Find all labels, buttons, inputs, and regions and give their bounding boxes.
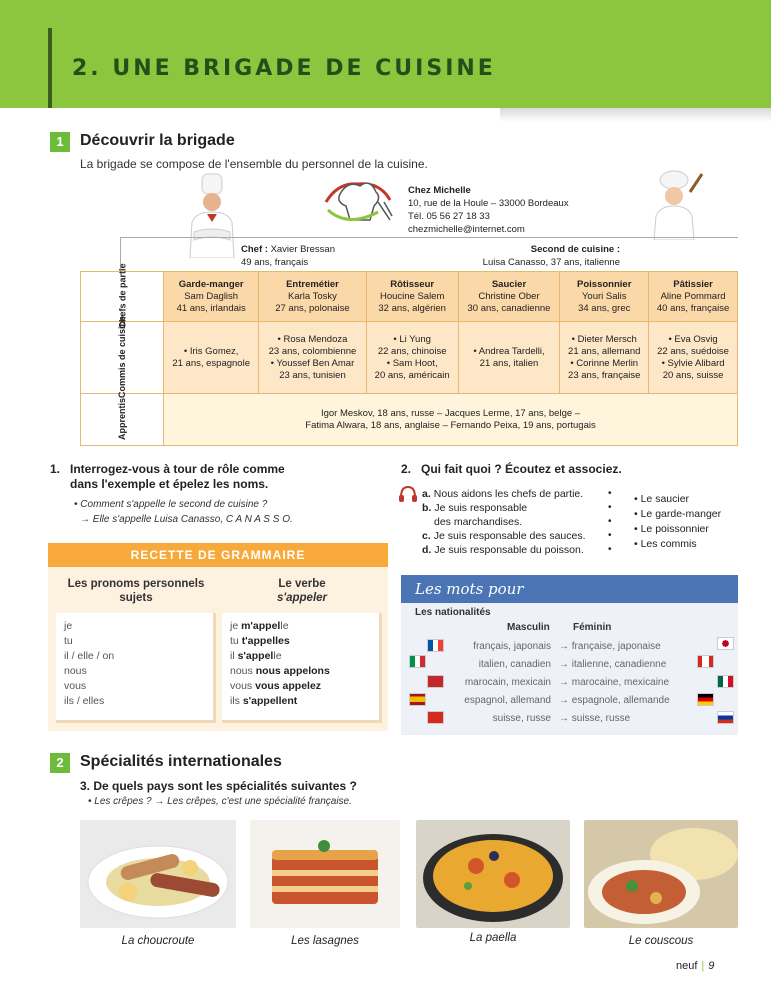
- section-1-title: Découvrir la brigade: [80, 132, 235, 149]
- vocabulary-title: Les mots pour: [401, 575, 738, 603]
- exercise-2-statements: a.Nous aidons les chefs de partie. b.Je …: [422, 488, 586, 556]
- caption-couscous: Le couscous: [628, 935, 694, 947]
- section-2-badge: 2: [50, 753, 70, 773]
- commis-cell: • Andrea Tardelli,21 ans, italien: [457, 321, 561, 394]
- header-shadow: [500, 108, 771, 122]
- chef-role: Chef :: [241, 244, 268, 255]
- exercise-1-example-question: • Comment s'appelle le second de cuisine…: [74, 499, 268, 510]
- exercise-3-title: 3. De quels pays sont les spécialités su…: [80, 779, 357, 793]
- caption-paella: La paella: [469, 932, 517, 944]
- page-header: 2. UNE BRIGADE DE CUISINE: [0, 0, 771, 108]
- section-1-intro: La brigade se compose de l'ensemble du p…: [80, 157, 428, 171]
- feminine-row: → française, japonaise: [559, 641, 661, 652]
- matching-dots[interactable]: •••••: [608, 488, 612, 555]
- page-title: 2. UNE BRIGADE DE CUISINE: [72, 56, 496, 81]
- spain-flag-icon: [409, 693, 426, 706]
- restaurant-email: chezmichelle@internet.com: [408, 224, 525, 235]
- apprentis-cell: Igor Meskov, 18 ans, russe – Jacques Ler…: [163, 393, 738, 446]
- section-1-badge: 1: [50, 132, 70, 152]
- hierarchy-line: [120, 237, 738, 238]
- page-word: neuf: [676, 960, 698, 972]
- morocco-flag-icon: [427, 675, 444, 688]
- feminine-row: → italienne, canadienne: [559, 659, 667, 670]
- masculine-row: espagnol, allemand: [464, 695, 551, 706]
- feminine-row: → marocaine, mexicaine: [559, 677, 670, 688]
- feminine-row: → espagnole, allemande: [559, 695, 670, 706]
- canada-flag-icon: [697, 655, 714, 668]
- japan-flag-icon: [717, 637, 734, 650]
- caption-choucroute: La choucroute: [121, 935, 195, 947]
- row-header-commis: Commis de cuisine: [79, 316, 165, 398]
- verb-conjugation: je m'appelle tu t'appelles il s'appelle …: [222, 613, 382, 723]
- masculine-row: marocain, mexicain: [464, 677, 551, 688]
- male-chef-figure: [189, 173, 235, 258]
- switzerland-flag-icon: [427, 711, 444, 724]
- russia-flag-icon: [717, 711, 734, 724]
- exercise-2-answers: • Le saucier • Le garde-manger • Le pois…: [634, 493, 722, 550]
- exercise-2-title: 2.Qui fait quoi ? Écoutez et associez.: [401, 462, 622, 476]
- masculine-row: suisse, russe: [492, 713, 551, 724]
- commis-cell: • Iris Gomez,21 ans, espagnole: [163, 321, 260, 394]
- pronouns-list: je tu il / elle / on nous vous ils / ell…: [56, 613, 216, 723]
- section-2-title: Spécialités internationales: [80, 753, 282, 770]
- page-number: 9: [708, 960, 715, 972]
- pronouns-column: Les pronoms personnels sujets je tu il /…: [56, 573, 216, 723]
- restaurant-phone: Tél. 05 56 27 18 33: [408, 211, 490, 222]
- masculine-row: italien, canadien: [478, 659, 551, 670]
- chef-name: Xavier Bressan: [270, 244, 335, 255]
- exercise-3-example: • Les crêpes ? → Les crêpes, c'est une s…: [88, 796, 352, 807]
- page-footer: neuf|9: [676, 960, 715, 972]
- paella-image: [416, 820, 570, 928]
- header-bar: [48, 28, 52, 108]
- hierarchy-line-vertical: [120, 237, 121, 271]
- second-info: Luisa Canasso, 37 ans, italienne: [482, 257, 620, 268]
- female-chef-figure: [653, 170, 704, 240]
- restaurant-info: Chez Michelle 10, rue de la Houle – 3300…: [408, 184, 569, 236]
- france-flag-icon: [427, 639, 444, 652]
- masculine-header: Masculin: [507, 622, 550, 633]
- exercise-1-example-answer: → Elle s'appelle Luisa Canasso, C A N A …: [80, 514, 293, 525]
- restaurant-address: 10, rue de la Houle – 33000 Bordeaux: [408, 198, 569, 209]
- grammar-box: RECETTE DE GRAMMAIRE Les pronoms personn…: [48, 543, 388, 731]
- italy-flag-icon: [409, 655, 426, 668]
- masculine-row: français, japonais: [473, 641, 551, 652]
- lasagnes-image: [250, 820, 400, 928]
- choucroute-image: [80, 820, 236, 928]
- row-header-chefs: Chefs de partie: [79, 263, 165, 329]
- vocabulary-subtitle: Les nationalités: [415, 607, 491, 618]
- mexico-flag-icon: [717, 675, 734, 688]
- exercise-1-title: 1.Interrogez-vous à tour de rôle comme d…: [50, 462, 285, 491]
- restaurant-logo-icon: [324, 182, 393, 221]
- pronouns-title: Les pronoms personnels sujets: [67, 578, 205, 604]
- germany-flag-icon: [697, 693, 714, 706]
- second-label: Second de cuisine : Luisa Canasso, 37 an…: [474, 243, 620, 269]
- chef-label: Chef : Xavier Bressan 49 ans, français: [241, 243, 335, 269]
- vocabulary-box: Les mots pour Les nationalités Masculin …: [401, 575, 738, 735]
- couscous-image: [584, 820, 738, 928]
- restaurant-name: Chez Michelle: [408, 185, 471, 196]
- caption-lasagnes: Les lasagnes: [291, 935, 359, 947]
- second-role: Second de cuisine :: [530, 244, 620, 255]
- row-header-apprentis: Apprentis: [79, 393, 165, 446]
- feminine-row: → suisse, russe: [559, 713, 631, 724]
- grammar-title: RECETTE DE GRAMMAIRE: [48, 543, 388, 567]
- chef-info: 49 ans, français: [241, 257, 309, 268]
- headphones-icon[interactable]: [398, 485, 418, 503]
- feminine-header: Féminin: [573, 622, 612, 633]
